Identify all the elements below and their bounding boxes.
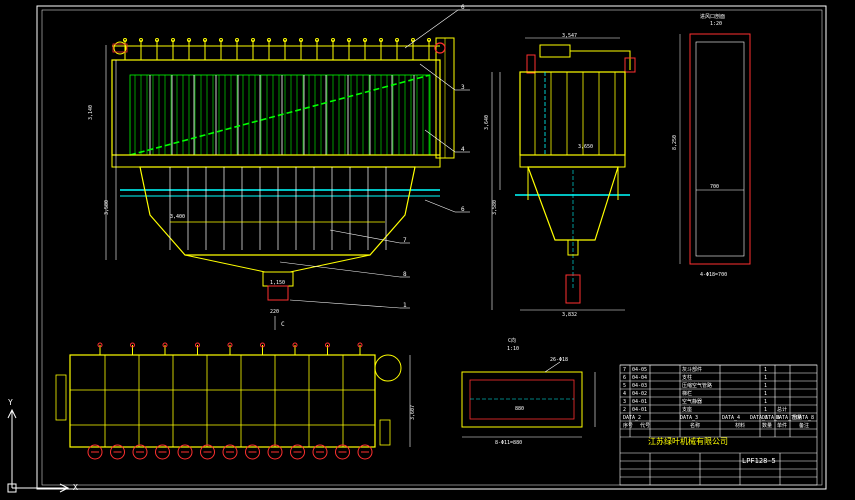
table-header-cell: 备注 — [799, 422, 809, 429]
c-direction-view: 880 — [461, 361, 596, 438]
parts-row-qty: 1 — [764, 367, 767, 373]
parts-row-no: 5 — [623, 383, 626, 389]
ucs-icon — [7, 408, 70, 493]
callout-7: 7 — [403, 237, 407, 244]
parts-row-code: 04-04 — [632, 375, 647, 381]
callout-1: 1 — [403, 302, 407, 309]
data-field-label: DATA_6 — [762, 415, 780, 421]
sheet-inner-border — [41, 9, 823, 486]
c-view-callout: 26-Φ18 — [550, 357, 568, 363]
table-header-cell: 代号 — [640, 422, 650, 429]
svg-text:3,640: 3,640 — [484, 115, 490, 130]
parts-row-no: 2 — [623, 407, 626, 413]
svg-text:3,580: 3,580 — [104, 200, 110, 215]
svg-text:220: 220 — [270, 309, 279, 315]
parts-row-name: 空气静器 — [682, 398, 702, 405]
parts-row-name: 支座 — [682, 406, 692, 413]
parts-row-name: 梯栏 — [682, 390, 692, 397]
table-header-cell: 单件 — [777, 422, 787, 429]
inlet-section-scale: 1:20 — [710, 21, 722, 27]
callout-6-top: 6 — [461, 4, 465, 11]
parts-row-code: 04-01 — [632, 407, 647, 413]
parts-row-no: 3 — [623, 399, 626, 405]
parts-row-code: 04-05 — [632, 367, 647, 373]
c-view-dim-bottom: 8-Φ11=880 — [495, 440, 522, 446]
drawing-number: LPF128-5 — [742, 457, 776, 465]
svg-text:8,250: 8,250 — [672, 135, 678, 150]
parts-row-name: 灰斗部件 — [682, 366, 702, 373]
callout-6: 6 — [461, 206, 465, 213]
side-view-dim-top: 3,547 — [562, 33, 577, 39]
table-header-cell: 数量 — [762, 422, 772, 429]
svg-text:3,140: 3,140 — [88, 105, 94, 120]
table-header-cell: 材料 — [735, 422, 745, 429]
parts-row-no: 7 — [623, 367, 626, 373]
svg-text:3,580: 3,580 — [492, 200, 498, 215]
svg-text:700: 700 — [710, 184, 719, 190]
inlet-section-view: 8,250 700 4-Φ18=700 — [672, 33, 751, 278]
parts-row-code: 04-02 — [632, 391, 647, 397]
ucs-y-label: Y — [8, 398, 13, 407]
callout-4: 4 — [461, 146, 465, 153]
svg-text:3,400: 3,400 — [170, 214, 185, 220]
parts-row-code: 04-03 — [632, 383, 647, 389]
parts-row-no: 4 — [623, 391, 626, 397]
parts-row-no: 6 — [623, 375, 626, 381]
data-field-label: DATA_5 — [750, 415, 768, 421]
parts-row-qty: 1 — [764, 383, 767, 389]
front-view: 3,140 3,580 3,400 1,150 220 — [88, 37, 455, 315]
side-view: 3,640 3,580 3,650 — [484, 37, 636, 311]
callout-3: 3 — [461, 84, 465, 91]
svg-text:1,150: 1,150 — [270, 280, 285, 286]
table-header-cell: 序号 — [623, 422, 633, 429]
plan-view: 3,607 — [55, 342, 416, 460]
c-view-scale: 1:10 — [507, 346, 519, 352]
side-view-dim-bottom: 3,832 — [562, 312, 577, 318]
svg-text:4-Φ18=700: 4-Φ18=700 — [700, 272, 727, 278]
parts-row-name: 压缩空气管路 — [682, 382, 712, 389]
parts-row-qty: 1 — [764, 407, 767, 413]
data-field-label: DATA_3 — [680, 415, 698, 421]
table-header-cell: 名称 — [690, 422, 700, 429]
company-name: 江苏绿叶机械有限公司 — [648, 436, 728, 446]
sheet-border — [36, 5, 827, 490]
parts-table — [619, 364, 818, 486]
parts-row-code: 04-01 — [632, 399, 647, 405]
ucs-x-label: X — [73, 483, 78, 492]
c-view-title: C向 — [508, 337, 516, 344]
section-c-mark: C — [281, 321, 285, 328]
svg-text:3,607: 3,607 — [410, 405, 416, 420]
table-header-cell: 重量 — [792, 414, 802, 421]
data-field-label: DATA_4 — [722, 415, 740, 421]
table-header-cell: 总计 — [777, 406, 787, 413]
data-field-label: DATA_2 — [623, 415, 641, 421]
callout-8: 8 — [403, 271, 407, 278]
parts-row-qty: 1 — [764, 391, 767, 397]
parts-row-qty: 1 — [764, 375, 767, 381]
data-field-label: DATA_8 — [796, 415, 814, 421]
data-field-label: DATA_7 — [776, 415, 794, 421]
inlet-section-title: 进风口剖面 — [700, 13, 725, 20]
parts-row-qty: 1 — [764, 399, 767, 405]
svg-text:3,650: 3,650 — [578, 144, 593, 150]
callout-leaders — [279, 9, 470, 309]
parts-row-name: 支柱 — [682, 374, 692, 381]
svg-text:880: 880 — [515, 406, 524, 412]
